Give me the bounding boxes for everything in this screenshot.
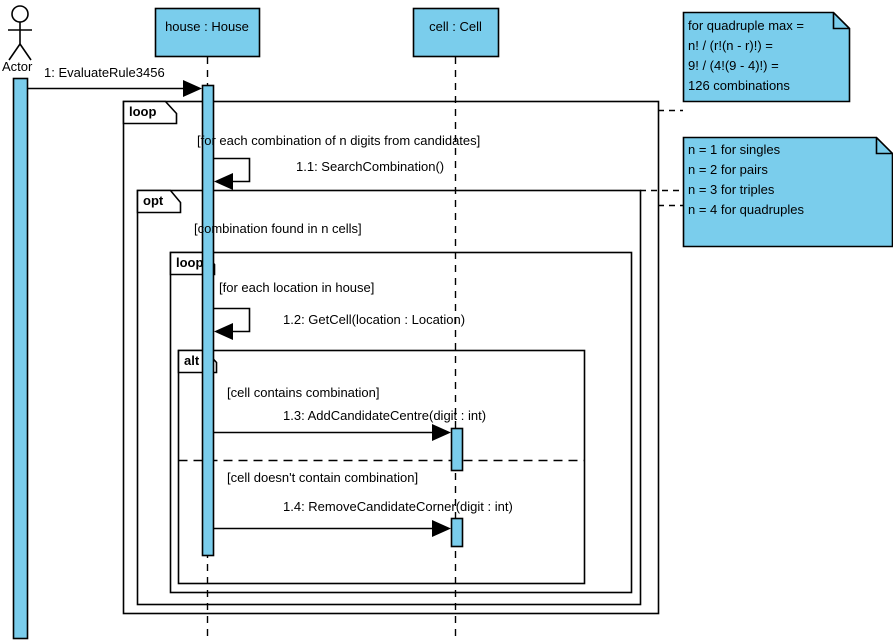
fragment-box-inner-loop [169, 251, 633, 594]
lifeline-label-house: house : House [165, 19, 249, 34]
fragment-box-outer-loop [122, 100, 660, 615]
actor-figure [8, 5, 32, 61]
lifeline-head-cell [412, 7, 500, 58]
message-arrow-1 [27, 80, 202, 97]
activation-cell-1 [450, 427, 464, 472]
fragment-box-alt [177, 349, 586, 585]
fragment-tag-outer-loop [122, 100, 178, 125]
fragment-operator-opt: opt [143, 193, 164, 208]
note-combinations-text: for quadruple max = n! / (r!(n - r)!) = … [688, 18, 804, 93]
message-arrow-1-3 [213, 424, 451, 441]
fragment-tag-opt [136, 189, 182, 214]
lifeline-label-actor: Actor [2, 59, 33, 74]
message-label-1-4: 1.4: RemoveCandidateCorner(digit : int) [283, 499, 513, 514]
activation-cell-2 [450, 517, 464, 548]
fragment-box-opt [136, 189, 642, 606]
message-label-1-2: 1.2: GetCell(location : Location) [283, 312, 466, 327]
fragment-operator-inner-loop: loop [176, 255, 204, 270]
lifeline-label-cell: cell : Cell [429, 19, 482, 34]
note-combinations-shape [682, 11, 851, 103]
fragment-operator-outer-loop: loop [129, 104, 157, 119]
lifeline-head-house [154, 7, 261, 58]
fragment-guard-outer-loop: [for each combination of n digits from c… [197, 133, 481, 148]
fragment-operator-alt: alt [184, 353, 200, 368]
activation-actor [12, 77, 29, 640]
message-arrow-1-1 [213, 157, 251, 190]
message-label-1: 1: EvaluateRule3456 [44, 65, 165, 80]
message-label-1-3: 1.3: AddCandidateCentre(digit : int) [283, 408, 487, 423]
activation-house [201, 84, 215, 557]
fragment-guard-opt: [combination found in n cells] [194, 221, 362, 236]
message-arrow-1-4 [213, 520, 451, 537]
fragment-guard-alt-else: [cell doesn't contain combination] [227, 470, 419, 485]
message-arrow-1-2 [213, 307, 251, 340]
fragment-guard-inner-loop: [for each location in house] [219, 280, 375, 295]
fragment-guard-alt: [cell contains combination] [227, 385, 380, 400]
message-label-1-1: 1.1: SearchCombination() [296, 159, 445, 174]
note-n-values-text: n = 1 for singles n = 2 for pairs n = 3 … [688, 142, 804, 217]
